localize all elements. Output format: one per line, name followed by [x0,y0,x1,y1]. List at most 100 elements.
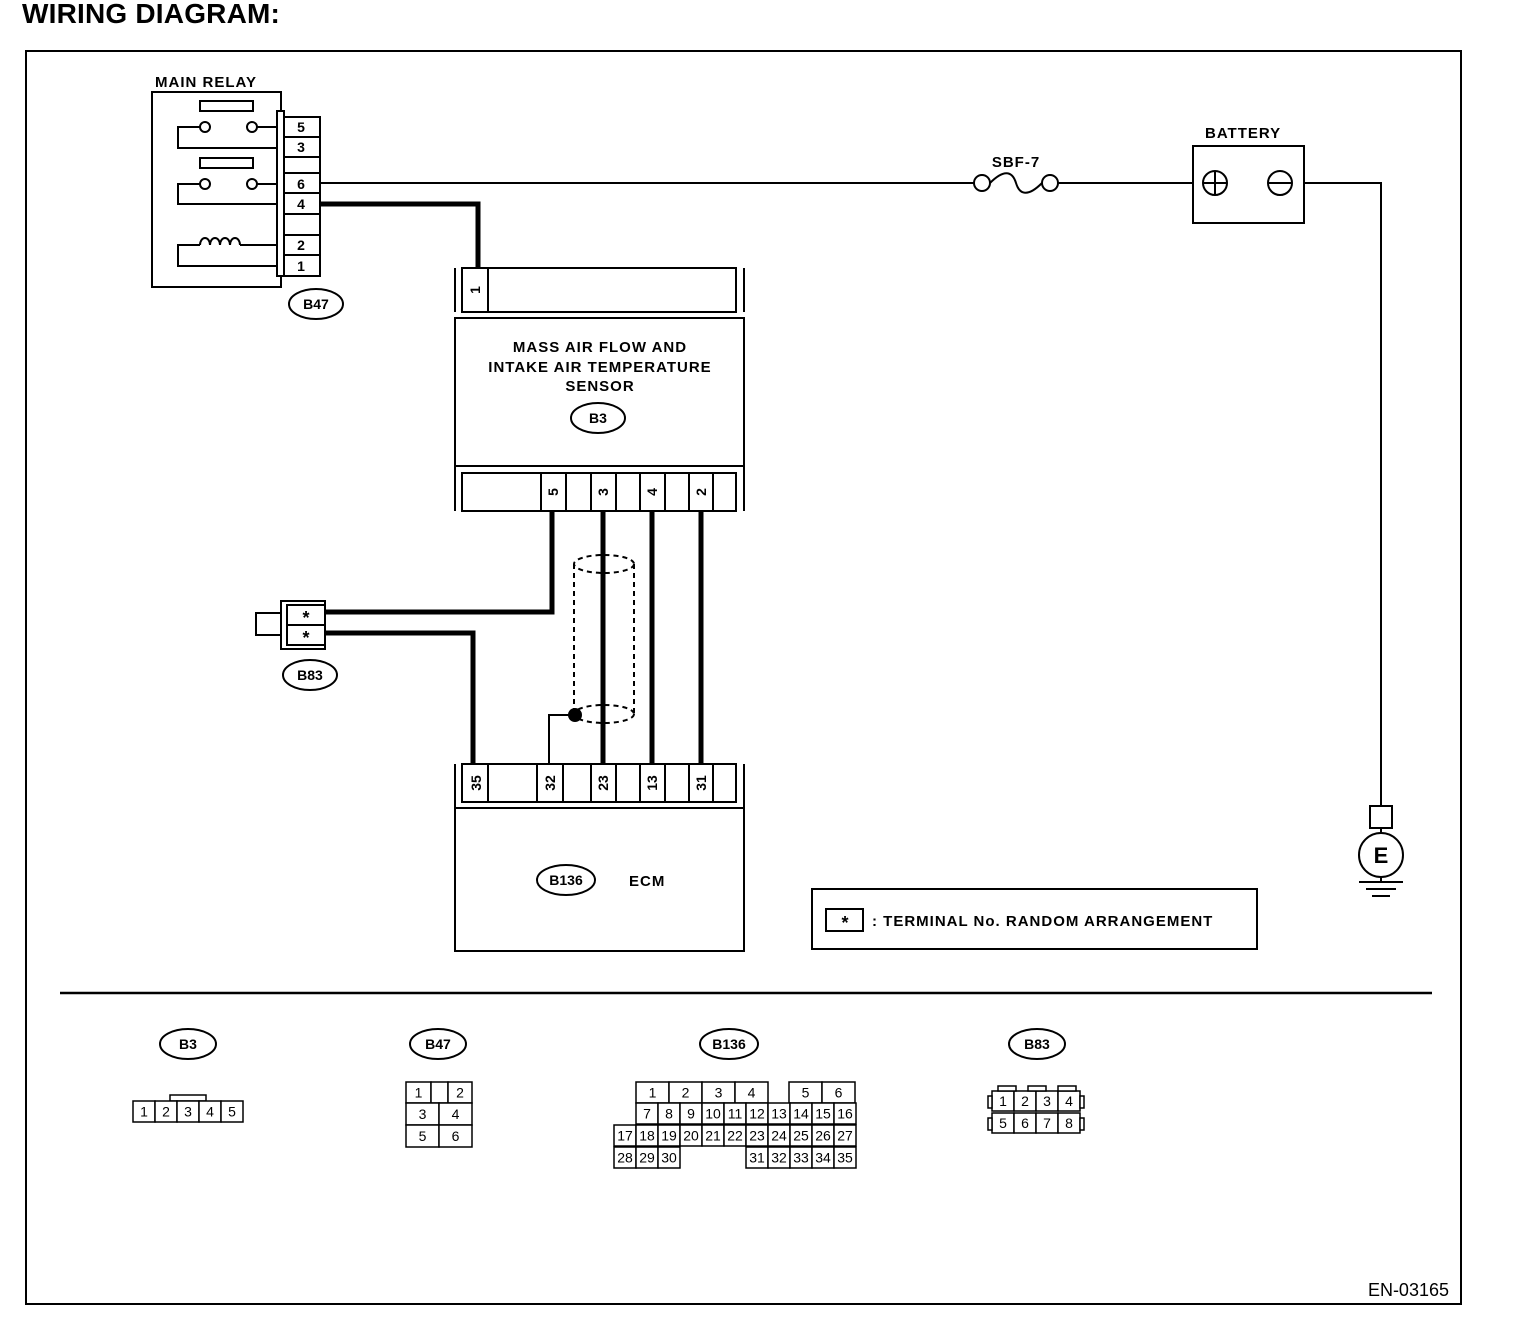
sensor-bottom-pin-label: 3 [595,488,611,496]
wire-relay4-sensor1 [320,201,481,268]
relay-pin-label: 5 [297,119,305,135]
relay-switch-icon [177,100,281,149]
b3-pin-cell [220,1100,244,1123]
connector-tag-b136: B136 [549,872,583,888]
sensor-bottom-pin-label: 5 [545,488,561,496]
b136-pin-label: 12 [749,1106,765,1122]
b136-pin-label: 10 [705,1106,721,1122]
ecm-label: ECM [629,873,665,890]
b83-pin-label: 4 [1065,1093,1073,1109]
legend: * : TERMINAL No. RANDOM ARRANGEMENT [811,888,1258,950]
battery-plus-icon [1202,170,1228,196]
b136-pin-label: 25 [793,1128,809,1144]
b83-side-tab [1079,1095,1085,1109]
relay-pin-label: 4 [297,196,305,212]
ground: E [1358,805,1404,897]
wire-sensor5-b83 [325,511,555,615]
battery-minus-icon [1267,170,1293,196]
b83-pin-label: 2 [1021,1093,1029,1109]
connector-view-title: B136 [712,1036,746,1052]
battery: BATTERY [1192,125,1305,224]
b136-pin-label: 15 [815,1106,831,1122]
b3-pin-label: 4 [206,1104,214,1120]
b136-pin-label: 33 [793,1150,809,1166]
ecm-pin-label: 23 [595,775,611,791]
b3-pin-label: 3 [184,1104,192,1120]
b136-pin-label: 19 [661,1128,677,1144]
ecm: 35 32 23 13 31 B136 ECM [454,763,745,952]
b83-pin-label: 5 [999,1115,1007,1131]
b83-pin-label: * [302,608,309,628]
b3-pin-label: 2 [162,1104,170,1120]
b136-pin-label: 32 [771,1150,787,1166]
b136-pin-label: 5 [802,1085,810,1101]
b136-pin-label: 7 [643,1106,651,1122]
shield-ground-dot [568,708,582,722]
relay-switch-icon [177,157,281,205]
relay-pin-label: 1 [297,258,305,274]
b47-pin-cell [438,1124,473,1148]
b83-pin-label: 6 [1021,1115,1029,1131]
b136-pin-label: 24 [771,1128,787,1144]
b136-pin-cell [833,1102,857,1125]
relay-pin-label: 6 [297,176,305,192]
b47-pin-label: 1 [415,1085,423,1101]
b47-pin-label: 5 [419,1128,427,1144]
connector-view-title: B47 [425,1036,451,1052]
b136-pin-label: 22 [727,1128,743,1144]
b136-pin-label: 8 [665,1106,673,1122]
figure-code: EN-03165 [1368,1280,1449,1300]
b136-pin-label: 11 [728,1106,743,1122]
b83-pin-label: * [302,628,309,648]
fuse-label: SBF-7 [992,154,1040,171]
wire-battery-ground [1295,182,1382,806]
legend-text: : TERMINAL No. RANDOM ARRANGEMENT [872,913,1213,930]
fuse: SBF-7 [973,154,1059,194]
page-title: WIRING DIAGRAM: [22,0,281,29]
b136-pin-label: 31 [749,1150,765,1166]
battery-label: BATTERY [1205,125,1281,142]
b83-side-tab [987,1095,993,1109]
b136-pin-label: 29 [639,1150,655,1166]
b136-pin-label: 20 [683,1128,699,1144]
relay-pin-label: 2 [297,237,305,253]
b136-pin-label: 4 [748,1085,756,1101]
b136-pin-label: 26 [815,1128,831,1144]
b83-latch [1057,1085,1077,1092]
b136-pin-label: 34 [815,1150,831,1166]
relay-coil-icon [177,237,281,267]
wire-shield-ecm32 [548,714,575,764]
b136-pin-cell [833,1146,857,1169]
b136-pin-label: 6 [835,1085,843,1101]
connector-view-title: B83 [1024,1036,1050,1052]
maf-sensor: 1 MASS AIR FLOW AND INTAKE AIR TEMPERATU… [454,267,745,512]
b83-latch [1027,1085,1047,1092]
sensor-top-pin-label: 1 [467,286,483,294]
b3-pin-label: 5 [228,1104,236,1120]
b83-pin-label: 8 [1065,1115,1073,1131]
sensor-bottom-pin-label: 4 [644,488,660,496]
b3-pin-label: 1 [140,1104,148,1120]
b83-pin-label: 1 [999,1093,1007,1109]
sensor-name-line: INTAKE AIR TEMPERATURE [488,359,711,376]
b136-pin-label: 35 [837,1150,853,1166]
b83-side-tab [987,1117,993,1131]
b136-pin-label: 21 [705,1128,721,1144]
b47-pin-cell [430,1081,449,1104]
main-relay-label: MAIN RELAY [155,74,257,91]
sensor-name-line: MASS AIR FLOW AND [513,339,687,356]
b47-pin-label: 3 [419,1106,427,1122]
b136-pin-label: 13 [771,1106,787,1122]
sensor-name-line: SENSOR [565,378,634,395]
b136-pin-label: 14 [793,1106,809,1122]
b47-pin-label: 6 [452,1128,460,1144]
b47-pin-label: 4 [452,1106,460,1122]
b136-pin-label: 28 [617,1150,633,1166]
b136-pin-label: 23 [749,1128,765,1144]
b136-pin-label: 27 [837,1128,853,1144]
wire-b83-ecm35 [325,630,476,764]
b136-pin-label: 3 [715,1085,723,1101]
ecm-pin-label: 13 [644,775,660,791]
